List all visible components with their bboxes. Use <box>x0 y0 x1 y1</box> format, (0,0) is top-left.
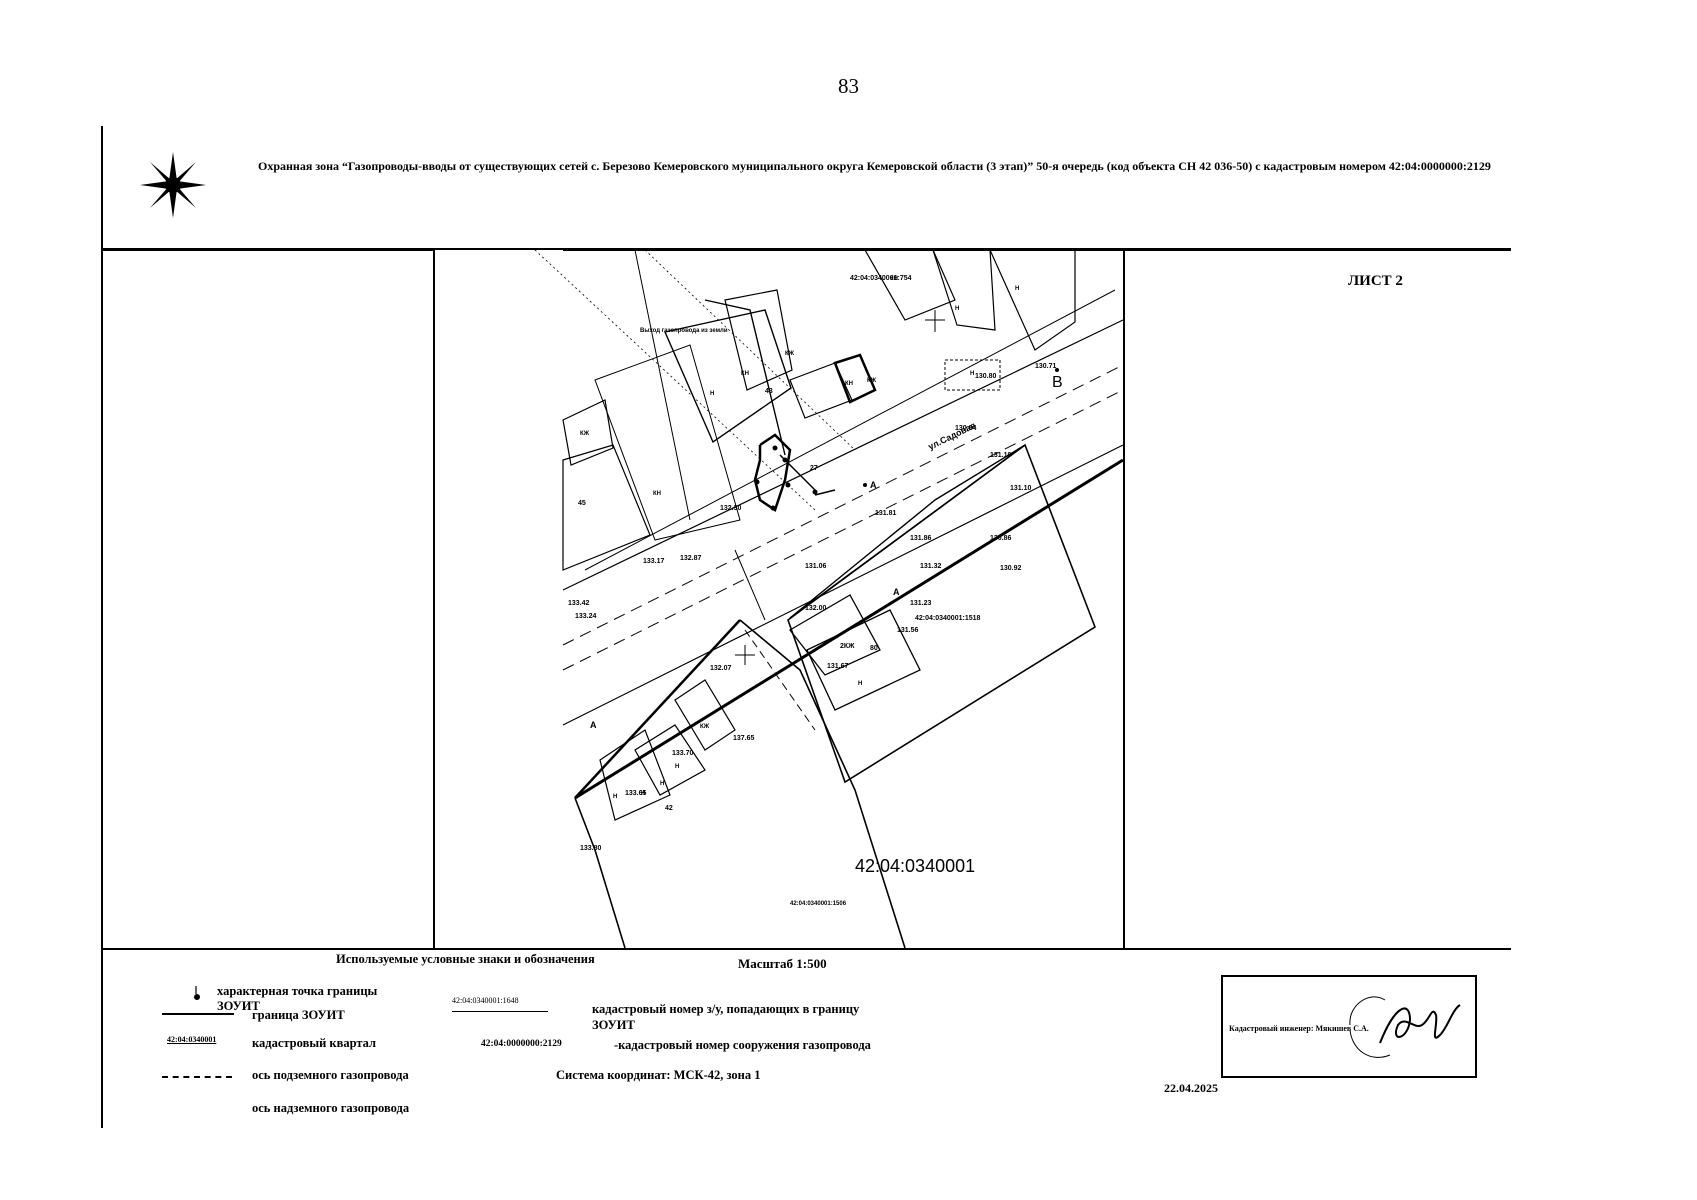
engineer-name: Кадастровый инженер: Мякишев С.А. <box>1229 1024 1369 1033</box>
map-elevation: 133.80 <box>580 845 602 852</box>
map-elevation: 131.86 <box>910 535 932 542</box>
map-building-label: КН <box>653 491 661 497</box>
map-point-label: A <box>590 720 597 730</box>
map-building-label: Н <box>613 794 617 800</box>
map-elevation: 132.00 <box>805 605 827 612</box>
map-building-number: 42 <box>665 805 673 812</box>
map-quarter-label: 42:04:0340001 <box>855 856 975 876</box>
engineer-stamp-box <box>1221 975 1477 1078</box>
parcel-sample-underline <box>452 1011 548 1012</box>
map-building-label: Н <box>858 681 862 687</box>
map-elevation: 133.42 <box>568 600 590 607</box>
compass-rose-icon <box>140 152 206 218</box>
map-elevation: 131.81 <box>875 510 897 517</box>
map-parcel-label: 42:04:0340001:1518 <box>915 615 980 622</box>
legend-structure-label: -кадастровый номер сооружения газопровод… <box>614 1038 871 1052</box>
legend-structure-sample: 42:04:0000000:2129 <box>481 1039 562 1049</box>
map-elevation: 130.92 <box>1000 565 1022 572</box>
map-building-label: Н <box>660 781 664 787</box>
map-building-number: 80 <box>870 645 878 652</box>
underground-axis-symbol <box>162 1076 232 1078</box>
map-building-label: КЖ <box>867 378 877 384</box>
map-elevation: 130.84 <box>955 425 977 432</box>
frame-left-line <box>101 126 103 1128</box>
frame-bottom-divider <box>101 948 1511 950</box>
document-title: Охранная зона “Газопроводы-вводы от суще… <box>258 159 1491 173</box>
signature-icon <box>1349 996 1461 1058</box>
legend-item-boundary-point: характерная точка границы ЗОУИТ <box>217 984 378 1013</box>
map-elevation: 131.32 <box>920 563 942 570</box>
legend-item-quarter: кадастровый квартал <box>252 1036 377 1050</box>
map-building-number: 27 <box>810 465 818 472</box>
map-point-label: B <box>1052 374 1063 391</box>
frame-top-divider <box>101 248 1511 251</box>
map-elevation: 133.17 <box>643 558 665 565</box>
map-building-label: КЖ <box>785 351 795 357</box>
document-date: 22.04.2025 <box>1164 1081 1218 1095</box>
map-elevation: 132.30 <box>720 505 742 512</box>
map-elevation: 133.24 <box>575 613 597 620</box>
boundary-point-icon <box>194 986 200 1000</box>
map-callout: Выход газопровода из земли <box>640 328 728 334</box>
legend-item-underground: ось подземного газопровода <box>252 1068 409 1082</box>
map-elevation: 131.56 <box>897 627 919 634</box>
legend-quarter-sample: 42:04:0340001 <box>167 1035 217 1044</box>
map-parcel-label: 42:04:0340001:1506 <box>790 901 847 907</box>
map-elevation: 131.06 <box>805 563 827 570</box>
map-building-number: 43 <box>765 388 773 395</box>
map-building-number: 45 <box>578 500 586 507</box>
legend-title: Используемые условные знаки и обозначени… <box>336 952 595 966</box>
map-building-label: КЖ <box>580 431 590 437</box>
sheet-label: ЛИСТ 2 <box>1348 273 1403 289</box>
cadastral-map: 42:04:0340001:754 42:04:0340001:1518 42:… <box>435 250 1123 948</box>
map-building-label: Н <box>955 306 959 312</box>
map-building-label: Н <box>710 391 714 397</box>
map-point-label: A <box>893 587 900 597</box>
map-elevation: 132.07 <box>710 665 732 672</box>
map-point-label: A <box>870 480 877 490</box>
legend-parcel-sample: 42:04:0340001:1648 <box>452 996 519 1005</box>
map-elevation: 137.65 <box>733 735 755 742</box>
coordinate-system: Система координат: МСК-42, зона 1 <box>556 1068 761 1082</box>
map-elevation: 131.10 <box>990 452 1012 459</box>
legend-item-aboveground: ось надземного газопровода <box>252 1101 410 1115</box>
map-parcel-label: 42:04:0340001:754 <box>850 275 912 282</box>
page-number: 83 <box>838 74 859 98</box>
map-elevation: 133.70 <box>672 750 694 757</box>
map-elevation: 131.67 <box>827 663 849 670</box>
map-elevation: 133.65 <box>625 790 647 797</box>
legend-item-boundary: граница ЗОУИТ <box>252 1008 345 1022</box>
scale-label: Масштаб 1:500 <box>738 956 827 971</box>
map-building-label: КН <box>741 371 749 377</box>
map-building-label: КН <box>890 276 898 282</box>
map-elevation: 131.10 <box>1010 485 1032 492</box>
map-elevation: 130.71 <box>1035 363 1057 370</box>
map-building-label: КЖ <box>700 724 710 730</box>
legend-parcel-label: кадастровый номер з/у, попадающих в гран… <box>592 1002 860 1032</box>
map-building-label: Н <box>1015 286 1019 292</box>
map-right-border <box>1123 249 1125 949</box>
map-elevation: 131.23 <box>910 600 932 607</box>
map-left-border <box>433 249 435 949</box>
map-elevation: 132.87 <box>680 555 702 562</box>
map-building-label: Н <box>970 371 974 377</box>
boundary-line-symbol <box>162 1013 234 1015</box>
map-building-label: КН <box>845 381 853 387</box>
map-building-label: Н <box>641 791 645 797</box>
map-elevation: 130.80 <box>975 373 997 380</box>
map-building-label: Н <box>675 764 679 770</box>
map-elevation: 130.86 <box>990 535 1012 542</box>
map-building-label: 2КЖ <box>840 643 855 650</box>
